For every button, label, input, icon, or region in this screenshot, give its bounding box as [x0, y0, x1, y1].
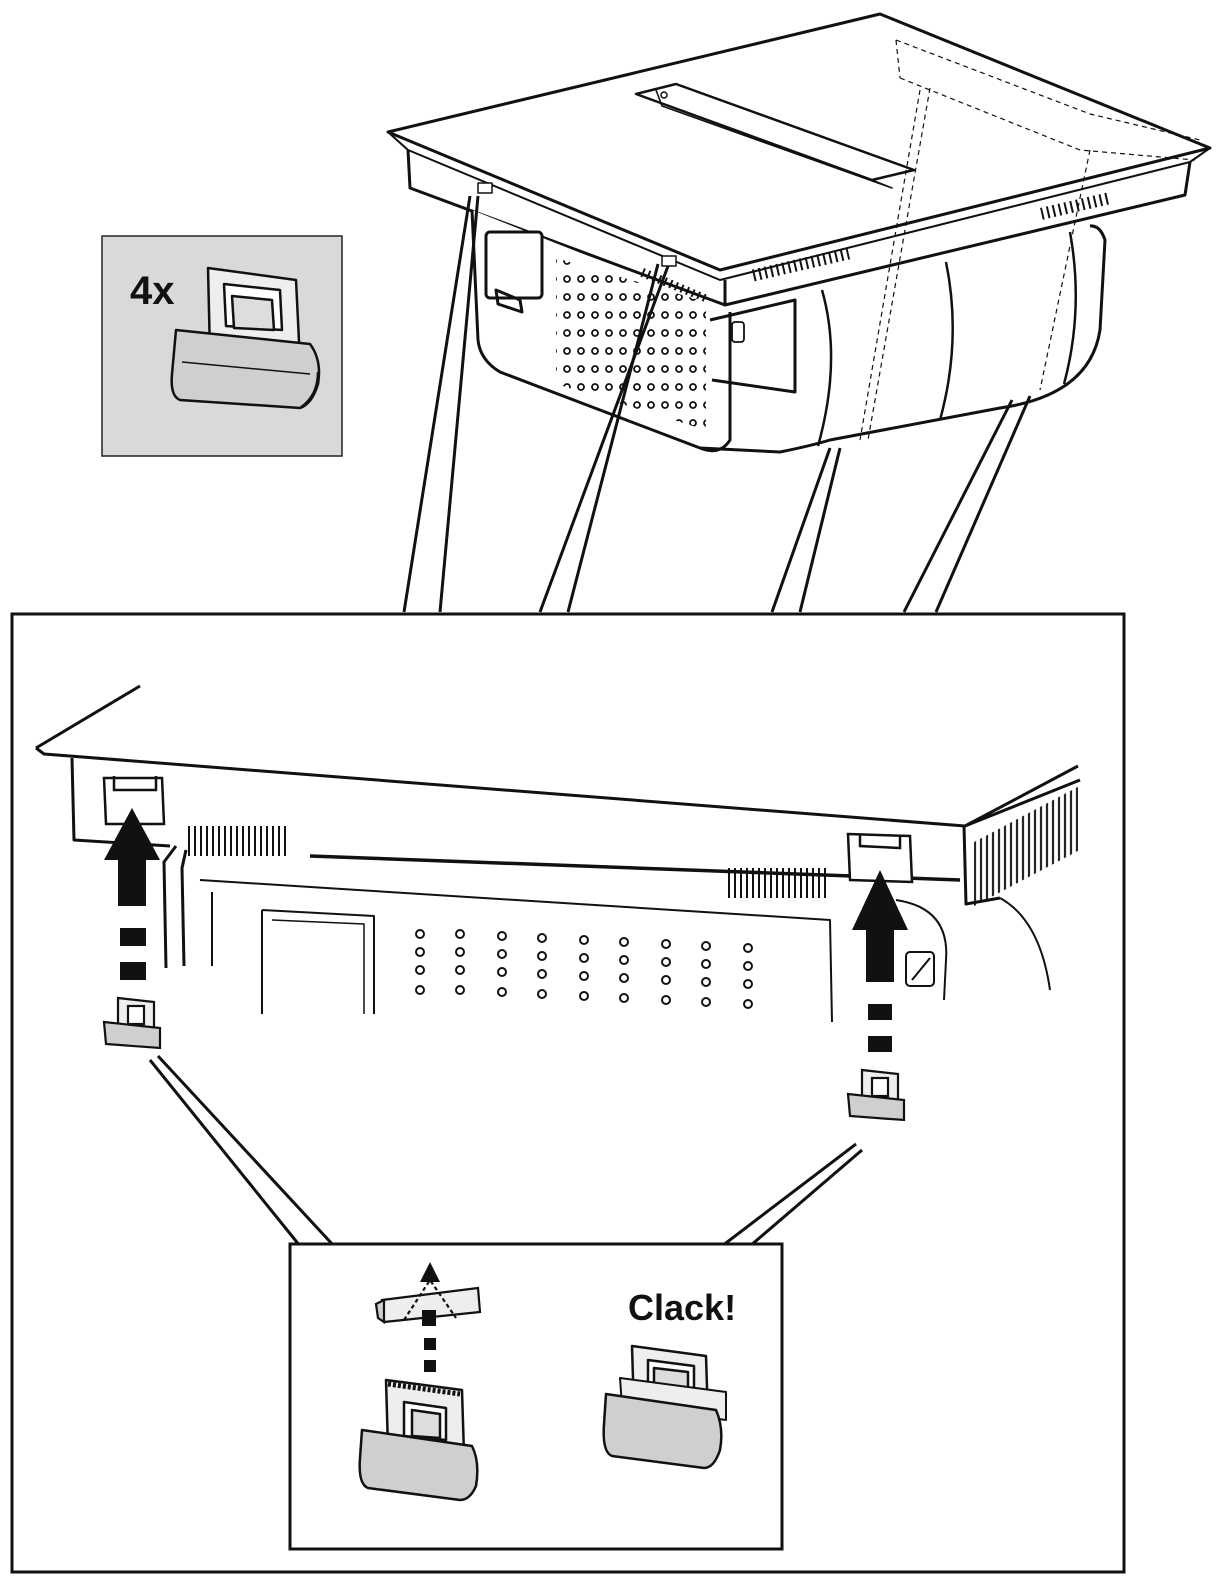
quantity-label: 4x [130, 269, 175, 313]
sound-label: Clack! [628, 1287, 736, 1328]
hob-glass-edge [387, 131, 1211, 281]
quantity-inset: 4x [101, 235, 343, 457]
slat-strip [726, 868, 830, 898]
zoom-connector-lines [402, 195, 1032, 613]
arrow-up-icon [852, 870, 908, 1052]
extraction-slot [634, 82, 916, 182]
clip-assembly-inset: Clack! [288, 1242, 784, 1551]
clip-slot-marker [661, 255, 677, 267]
hob-overview [386, 12, 1212, 454]
slat-strip [186, 826, 290, 856]
mounting-clip-icon [102, 996, 162, 1050]
mounting-clip-icon [602, 1344, 727, 1470]
mounting-clip-icon [358, 1378, 479, 1502]
mounting-clip-icon [846, 1068, 906, 1122]
vent-holes [415, 929, 753, 1009]
detail-frame: Clack! [10, 612, 1126, 1574]
detail-glass-top [35, 684, 1081, 828]
clip-slot-marker [477, 182, 493, 194]
clip-slot-right [846, 832, 914, 884]
vent-grid [556, 258, 706, 430]
clip-insert-piece [374, 1278, 482, 1325]
mounting-clip-icon [170, 266, 321, 410]
arrow-up-icon [420, 1262, 440, 1372]
slat-strip [974, 786, 1078, 907]
arrow-up-icon [104, 808, 160, 980]
clip-slot-left [102, 776, 166, 826]
connection-box [484, 230, 544, 300]
